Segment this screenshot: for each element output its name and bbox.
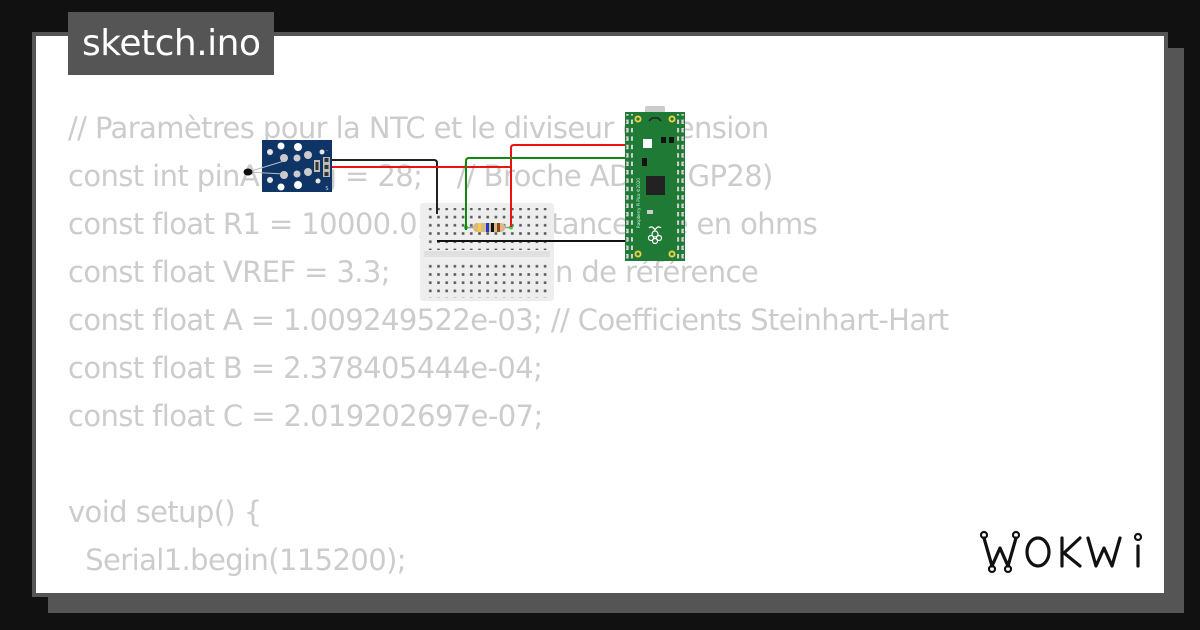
code-line: Serial1.println("Lecture de la temperatu…: [68, 584, 949, 593]
svg-text:Raspberry Pi Pico ©2020: Raspberry Pi Pico ©2020: [636, 178, 641, 228]
code-line: const float C = 2.019202697e-07;: [68, 399, 543, 433]
code-line: Serial1.begin(115200);: [68, 543, 406, 577]
code-line: // Paramètres pour la NTC et le diviseur…: [68, 111, 769, 145]
wire-black-gnd: [328, 159, 438, 214]
raspberry-logo-icon: [647, 226, 663, 245]
file-tab[interactable]: sketch.ino: [68, 12, 275, 75]
code-panel: // Paramètres pour la NTC et le diviseur…: [36, 36, 1164, 593]
svg-text:S: S: [325, 186, 328, 192]
raspberry-pi-pico[interactable]: Raspberry Pi Pico ©2020: [625, 106, 685, 261]
code-listing: // Paramètres pour la NTC et le diviseur…: [68, 104, 949, 593]
code-line: void setup() {: [68, 495, 262, 529]
thermistor-bead: [243, 168, 253, 176]
breadboard[interactable]: [420, 203, 554, 301]
svg-text:-: -: [326, 148, 328, 154]
wokwi-logo: [979, 530, 1143, 574]
code-line: const float A = 1.009249522e-03; // Coef…: [68, 303, 949, 337]
ntc-sensor-module[interactable]: S -: [243, 140, 333, 192]
wire-green-adc: [465, 157, 682, 230]
wire-red-pico: [510, 144, 682, 227]
wires: [328, 144, 682, 242]
code-line: [68, 440, 949, 488]
code-line: const float B = 2.378405444e-04;: [68, 351, 543, 385]
code-line: const int pinAnalog = 28; // Broche ADC2…: [68, 159, 773, 193]
